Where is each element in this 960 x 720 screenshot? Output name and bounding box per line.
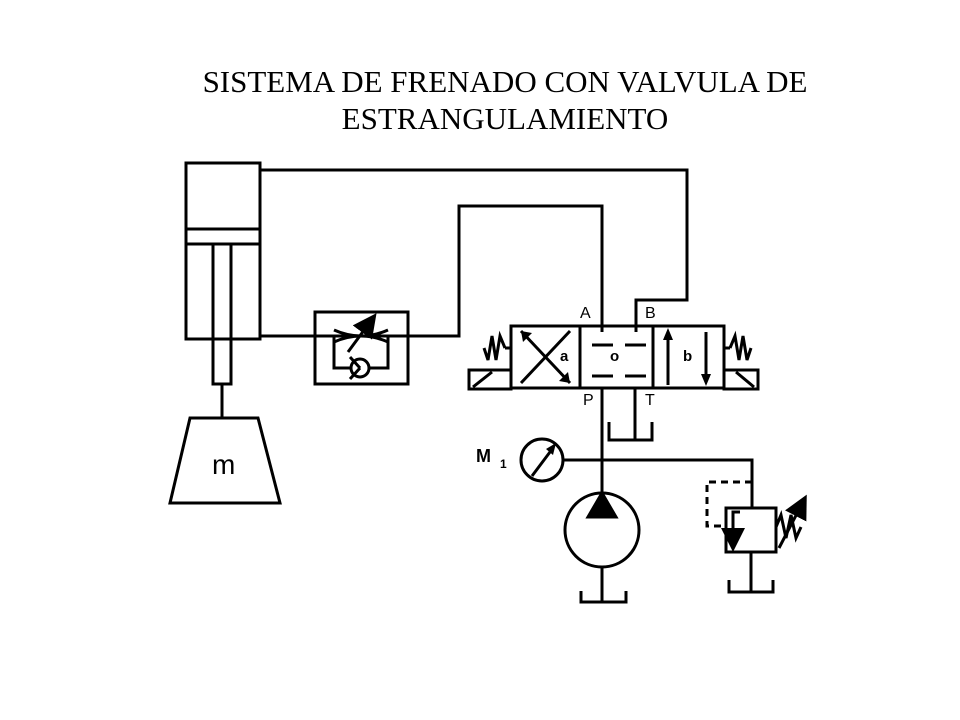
right-solenoid-icon (722, 368, 760, 391)
hydraulic-cylinder (184, 161, 262, 418)
position-o-label: o (610, 348, 619, 365)
title-line-1: SISTEMA DE FRENADO CON VALVULA DE (202, 64, 808, 99)
tank-symbol-icon (607, 422, 654, 442)
relief-tank-icon (727, 580, 775, 594)
cross-arrow-2 (519, 329, 572, 385)
gauge-label: M (476, 446, 491, 466)
left-solenoid-icon (467, 368, 513, 391)
mass-label: m (212, 449, 235, 480)
line-to-relief-valve (602, 458, 754, 508)
hydraulic-pump (563, 490, 641, 604)
line-cylinder-to-port-b (260, 168, 689, 332)
cylinder-barrel (184, 161, 262, 341)
port-p-label: P (583, 392, 594, 409)
adjustable-arrow-icon (346, 313, 377, 353)
check-ball-icon (349, 357, 371, 379)
right-spring-icon (728, 330, 753, 361)
adjust-arrow-icon (777, 494, 807, 549)
title-line-2: ESTRANGULAMIENTO (341, 101, 669, 136)
pressure-gauge-icon (519, 437, 565, 483)
position-b-label: b (683, 348, 692, 365)
directional-valve-4-3 (467, 324, 760, 391)
gauge-subscript: 1 (500, 457, 507, 471)
left-spring-icon (482, 330, 507, 361)
line-throttle-to-port-a (408, 204, 604, 338)
relief-spring-icon (774, 510, 803, 543)
piston-rod (211, 242, 233, 386)
port-a-label: A (580, 305, 591, 322)
position-a-label: a (560, 348, 569, 365)
mass-block (168, 416, 282, 505)
pump-tank-icon (579, 591, 628, 604)
port-b-label: B (645, 305, 656, 322)
port-t-label: T (645, 392, 655, 409)
throttle-check-valve (313, 310, 410, 386)
pressure-relief-valve (721, 494, 807, 594)
pilot-line-dashed (705, 480, 752, 528)
